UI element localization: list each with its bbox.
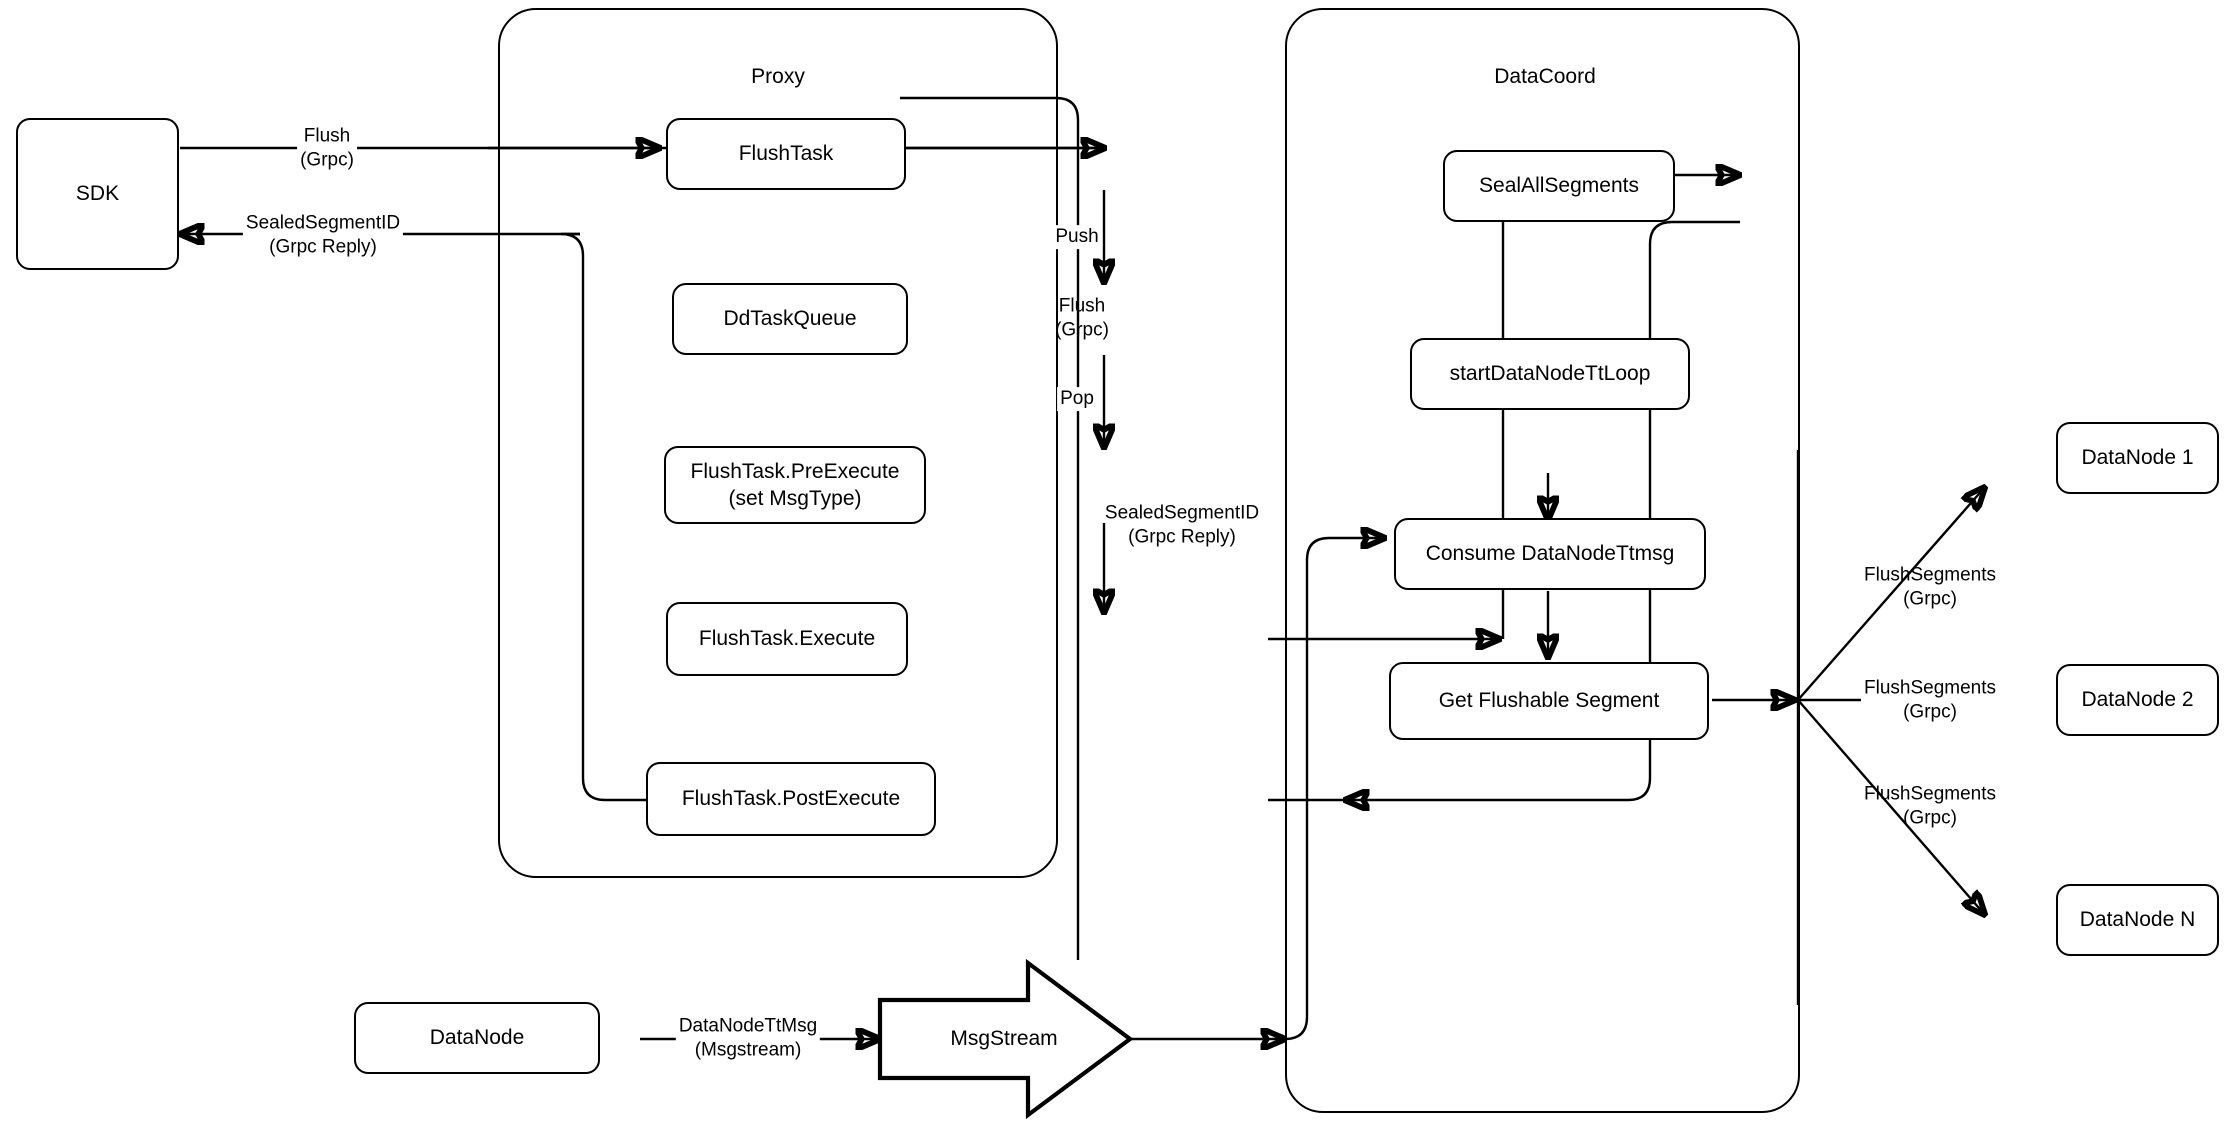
edge-label-datanode-ttmsg: DataNodeTtMsg (Msgstream) bbox=[675, 1014, 821, 1062]
edge-label-sealed-segment-id-proxy: SealedSegmentID (Grpc Reply) bbox=[1102, 501, 1262, 549]
node-flushtask-execute[interactable]: FlushTask.Execute bbox=[666, 602, 908, 676]
preexecute-label-line1: FlushTask.PreExecute bbox=[690, 459, 900, 483]
fs1-line2: (Grpc) bbox=[1903, 588, 1957, 609]
preexecute-label-line2: (set MsgType) bbox=[728, 487, 862, 510]
flush-grpc-line1: Flush bbox=[1058, 295, 1106, 317]
datacoord-container-title: DataCoord bbox=[1494, 65, 1596, 88]
node-msgstream-label: MsgStream bbox=[950, 1027, 1058, 1050]
sealed-reply-line2: (Grpc Reply) bbox=[1128, 526, 1236, 547]
fs2-line1: FlushSegments bbox=[1863, 677, 1997, 699]
edge-label-flush-segments-1: FlushSegments (Grpc) bbox=[1861, 563, 1999, 611]
edge-label-sdk-flush: Flush (Grpc) bbox=[297, 124, 357, 172]
node-flushtask-postexecute[interactable]: FlushTask.PostExecute bbox=[646, 762, 936, 836]
fsn-line1: FlushSegments bbox=[1863, 783, 1997, 805]
fs2-line2: (Grpc) bbox=[1903, 701, 1957, 722]
edge-label-sealed-segment-id-sdk: SealedSegmentID (Grpc Reply) bbox=[242, 211, 404, 259]
edge-label-flush-segments-n: FlushSegments (Grpc) bbox=[1861, 782, 1999, 830]
node-datanode-n[interactable]: DataNode N bbox=[2056, 884, 2219, 956]
sealed-reply-line1: SealedSegmentID bbox=[1104, 502, 1260, 524]
sdk-reply-line2: (Grpc Reply) bbox=[269, 236, 377, 257]
ttmsg-line2: (Msgstream) bbox=[694, 1039, 802, 1060]
fs1-line1: FlushSegments bbox=[1863, 564, 1997, 586]
node-datanode-bottom[interactable]: DataNode bbox=[354, 1002, 600, 1074]
node-flush-task[interactable]: FlushTask bbox=[666, 118, 906, 190]
edge-label-pop: Pop bbox=[1057, 387, 1097, 411]
node-consume-datanode-ttmsg[interactable]: Consume DataNodeTtmsg bbox=[1394, 518, 1706, 590]
node-get-flushable-segment[interactable]: Get Flushable Segment bbox=[1389, 662, 1709, 740]
edge-label-flush-segments-2: FlushSegments (Grpc) bbox=[1860, 676, 2000, 724]
datacoord-container bbox=[1285, 8, 1800, 1113]
edge-label-push: Push bbox=[1052, 225, 1102, 249]
node-datanode-2[interactable]: DataNode 2 bbox=[2056, 664, 2219, 736]
node-datanode-1[interactable]: DataNode 1 bbox=[2056, 422, 2219, 494]
node-start-datanode-tt-loop[interactable]: startDataNodeTtLoop bbox=[1410, 338, 1690, 410]
edge-label-flush-grpc-datacoord: Flush (Grpc) bbox=[1052, 294, 1112, 342]
flush-grpc-line2: (Grpc) bbox=[1055, 319, 1109, 340]
proxy-container-title: Proxy bbox=[751, 65, 805, 88]
sdk-flush-line1: Flush bbox=[303, 125, 351, 147]
fsn-line2: (Grpc) bbox=[1903, 807, 1957, 828]
sdk-reply-line1: SealedSegmentID bbox=[245, 212, 401, 234]
node-flushtask-preexecute[interactable]: FlushTask.PreExecute (set MsgType) bbox=[664, 446, 926, 524]
node-dd-task-queue[interactable]: DdTaskQueue bbox=[672, 283, 908, 355]
node-seal-all-segments[interactable]: SealAllSegments bbox=[1443, 150, 1675, 222]
ttmsg-line1: DataNodeTtMsg bbox=[678, 1015, 818, 1037]
node-sdk[interactable]: SDK bbox=[16, 118, 179, 270]
sdk-flush-line2: (Grpc) bbox=[300, 149, 354, 170]
proxy-container bbox=[498, 8, 1058, 878]
